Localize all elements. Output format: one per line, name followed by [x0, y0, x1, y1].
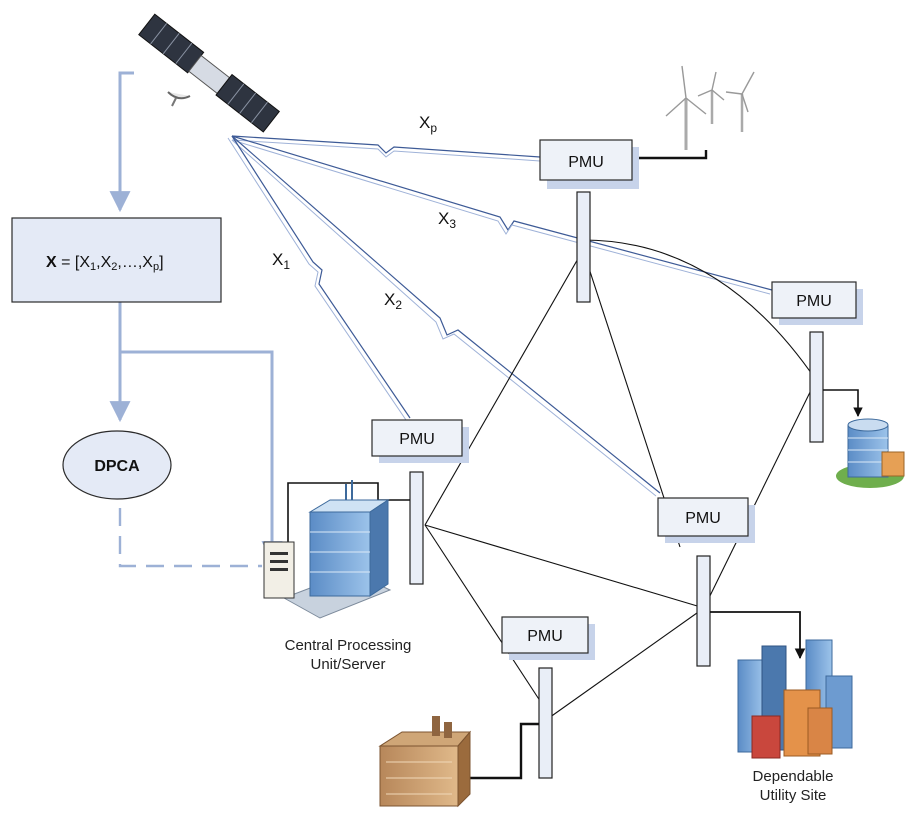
central-processing-caption: Central Processing Unit/Server	[285, 637, 412, 673]
bus-bar-bottom	[538, 667, 553, 779]
transmission-lines	[424, 239, 817, 721]
pmu-label: PMU	[685, 510, 721, 527]
pmu-left: PMU	[371, 419, 469, 463]
factory-icon	[378, 716, 472, 808]
city-icon	[737, 639, 853, 759]
server-building-icon	[263, 480, 392, 619]
pmu-label: PMU	[399, 431, 435, 448]
pmu-top: PMU	[539, 139, 639, 189]
pmu-right: PMU	[771, 281, 863, 325]
bus-bar-center	[696, 555, 711, 667]
signal-label-x1: X1	[272, 250, 290, 272]
feeder-factory	[458, 722, 539, 780]
flow-arrow-to-vector	[109, 71, 134, 213]
bus-bar-top	[576, 191, 591, 303]
signal-label-x3: X3	[438, 209, 456, 231]
wireless-link-x2	[231, 135, 661, 497]
flow-arrow-to-server	[120, 350, 283, 563]
wireless-links	[227, 135, 773, 497]
utility-site-caption: Dependable Utility Site	[753, 768, 834, 804]
pmu-label: PMU	[796, 293, 832, 310]
signal-label-x2: X2	[384, 290, 402, 312]
utility-caption-line2: Utility Site	[760, 787, 827, 804]
utility-caption-line1: Dependable	[753, 768, 834, 785]
central-caption-line2: Unit/Server	[310, 656, 385, 673]
flow-connectors	[109, 71, 283, 568]
wireless-link-x3	[231, 135, 773, 295]
feeder-office	[823, 389, 863, 417]
central-caption-line1: Central Processing	[285, 637, 412, 654]
dpca-node: DPCA	[62, 430, 172, 500]
wireless-link-x1	[227, 135, 411, 421]
signal-label-xp: Xp	[419, 113, 437, 135]
feeder-wind	[632, 150, 708, 160]
pmu-center: PMU	[657, 497, 755, 543]
wireless-link-xp	[231, 135, 541, 162]
vector-formula: X = [X1,X2,…,Xp]	[46, 254, 164, 273]
pmu-bottom: PMU	[501, 616, 595, 660]
feeder-utility	[710, 611, 806, 660]
bus-bars	[409, 191, 824, 779]
signal-labels: Xp X3 X1 X2	[272, 113, 456, 312]
dpca-dashed-link	[118, 480, 262, 568]
office-building-icon	[836, 418, 905, 488]
dpca-label: DPCA	[94, 458, 140, 475]
bus-bar-left	[409, 471, 424, 585]
pmu-label: PMU	[527, 628, 563, 645]
vector-box: X = [X1,X2,…,Xp]	[11, 217, 222, 303]
wind-turbine-icon	[665, 65, 755, 150]
satellite-icon	[138, 13, 280, 133]
bus-bar-right	[809, 331, 824, 443]
pmu-label: PMU	[568, 154, 604, 171]
